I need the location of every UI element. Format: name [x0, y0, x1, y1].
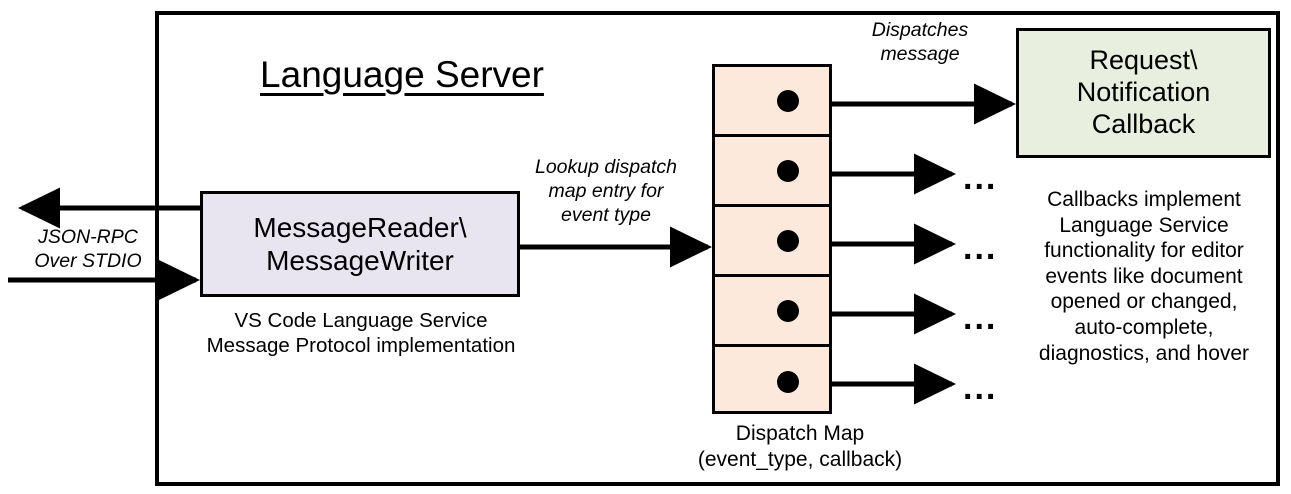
request-notification-callback-label: Request\ Notification Callback: [1076, 45, 1211, 139]
transport-label: JSON-RPC Over STDIO: [34, 226, 142, 272]
dispatch-map-table[interactable]: [712, 64, 832, 414]
dispatch-map-row[interactable]: [715, 67, 829, 137]
ellipsis-row-4: ...: [963, 299, 998, 337]
dispatch-map-row[interactable]: [715, 277, 829, 347]
dispatches-message-label: Dispatches message: [871, 19, 969, 65]
dispatch-map-row[interactable]: [715, 347, 829, 417]
request-notification-callback-box[interactable]: Request\ Notification Callback: [1016, 28, 1271, 158]
message-reader-writer-label: MessageReader\ MessageWriter: [253, 211, 467, 276]
message-reader-writer-caption: VS Code Language Service Message Protoco…: [206, 309, 516, 357]
ellipsis-row-2: ...: [963, 159, 998, 197]
callback-description: Callbacks implement Language Service fun…: [1038, 188, 1250, 365]
language-server-boundary: [155, 11, 1280, 486]
message-reader-writer-box[interactable]: MessageReader\ MessageWriter: [200, 191, 520, 297]
ellipsis-row-5: ...: [963, 369, 998, 407]
callback-entry-dot-icon: [777, 371, 799, 393]
callback-entry-dot-icon: [777, 159, 799, 182]
callback-entry-dot-icon: [777, 89, 799, 112]
dispatch-map-caption: Dispatch Map (event_type, callback): [697, 422, 903, 471]
dispatch-map-row[interactable]: [715, 137, 829, 207]
dispatch-map-row[interactable]: [715, 207, 829, 277]
page-title: Language Server: [260, 54, 544, 95]
lookup-dispatch-label: Lookup dispatch map entry for event type: [534, 156, 678, 226]
ellipsis-row-3: ...: [963, 229, 998, 267]
callback-entry-dot-icon: [777, 229, 799, 252]
callback-entry-dot-icon: [777, 299, 799, 322]
